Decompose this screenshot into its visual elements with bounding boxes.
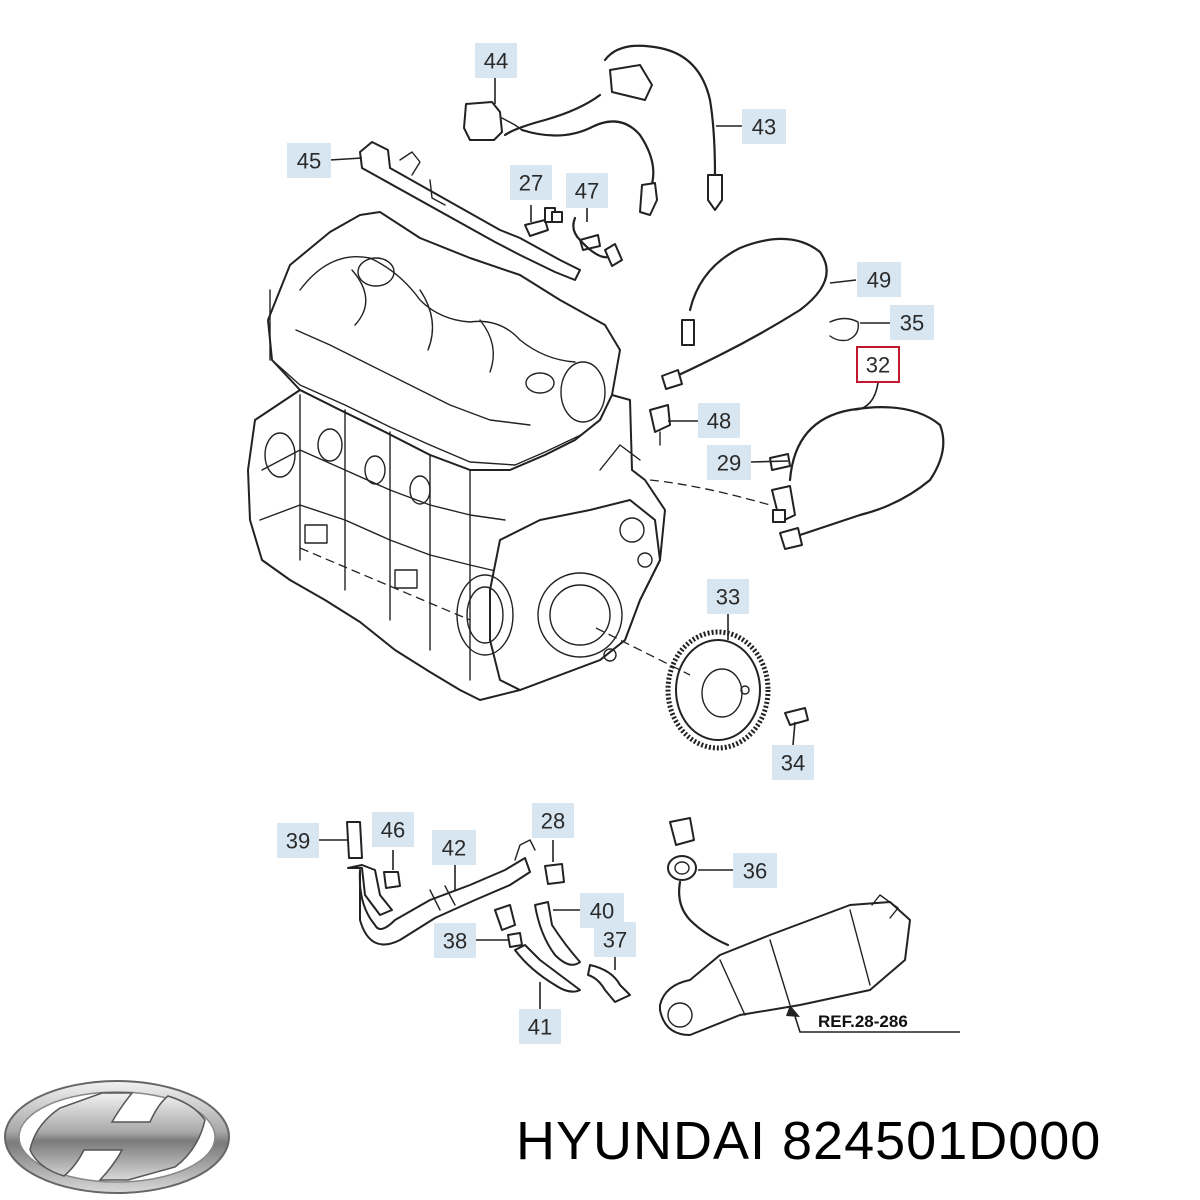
svg-text:42: 42 [442,836,466,861]
svg-text:40: 40 [590,899,614,924]
callout-45: 45 [287,143,331,178]
callout-42: 42 [432,830,476,865]
callout-32: 32 [856,346,900,383]
callout-47: 47 [566,173,608,208]
hyundai-logo [4,1080,230,1194]
svg-text:46: 46 [381,818,405,843]
svg-text:39: 39 [286,829,310,854]
svg-text:32: 32 [866,353,890,378]
svg-text:44: 44 [484,49,508,74]
svg-text:49: 49 [867,268,891,293]
callout-28: 28 [532,803,574,838]
callout-46: 46 [372,812,414,847]
svg-text:33: 33 [716,585,740,610]
part-caption: HYUNDAI 824501D000 [516,1111,1102,1171]
callout-49: 49 [857,262,901,297]
reference-label: REF.28-286 [818,1012,908,1031]
callout-36: 36 [733,853,777,888]
svg-text:34: 34 [781,751,805,776]
svg-text:41: 41 [528,1015,552,1040]
svg-text:36: 36 [743,859,767,884]
callout-27: 27 [510,165,552,200]
callout-44: 44 [475,43,517,78]
catalytic-converter [659,817,911,1036]
callout-37: 37 [594,922,636,957]
crank-sensor-assembly [649,406,945,550]
svg-text:27: 27 [519,171,543,196]
svg-text:47: 47 [575,179,599,204]
callout-35: 35 [890,305,934,340]
leader-lines [319,78,960,1033]
cam-sensor-assembly [649,237,859,446]
svg-text:38: 38 [443,929,467,954]
callout-34: 34 [772,745,814,780]
hose-assembly [346,821,631,1003]
svg-text:48: 48 [707,409,731,434]
engine-block [247,211,666,701]
callout-48: 48 [698,403,740,438]
callout-41: 41 [519,1009,561,1044]
callout-38: 38 [434,923,476,958]
svg-text:45: 45 [297,149,321,174]
callout-33: 33 [707,579,749,614]
svg-text:37: 37 [603,928,627,953]
upper-harness [359,44,723,281]
svg-text:43: 43 [752,115,776,140]
svg-text:28: 28 [541,809,565,834]
callout-29: 29 [707,445,751,480]
callout-39: 39 [277,823,319,858]
target-wheel [595,627,809,751]
callout-43: 43 [742,109,786,144]
svg-text:29: 29 [717,451,741,476]
svg-text:35: 35 [900,311,924,336]
